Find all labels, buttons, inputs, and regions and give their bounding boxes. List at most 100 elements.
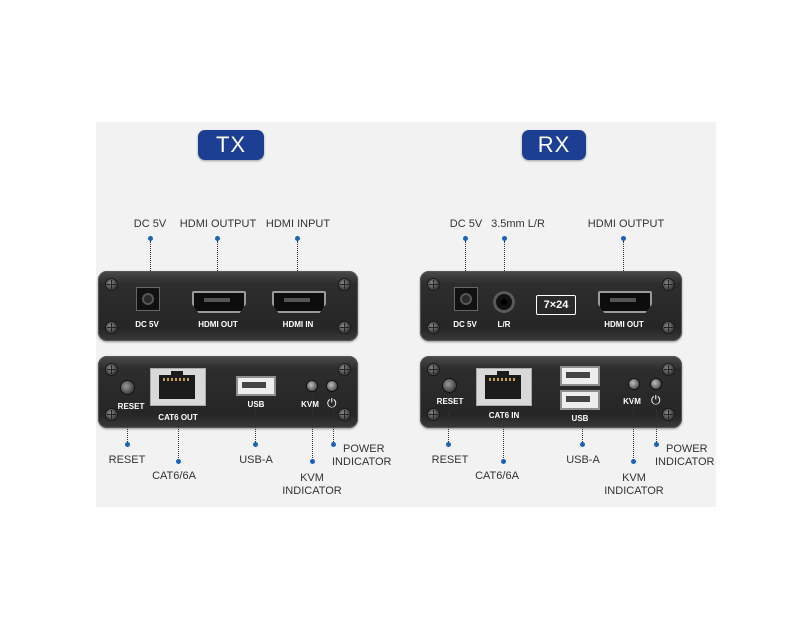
screw-icon: [105, 321, 118, 334]
rx-audio-leader: [504, 241, 505, 291]
led-icon: [306, 380, 318, 392]
rx-bottom-label-power-1: POWER: [666, 443, 708, 455]
tx-reset-dot: [125, 442, 130, 447]
screw-icon: [427, 321, 440, 334]
rx-label-hdmi-output: HDMI OUTPUT: [587, 218, 665, 230]
hdmi-out-port: [192, 291, 246, 313]
rx-port-label-cat: CAT6 IN: [488, 411, 520, 420]
tx-power-leader: [333, 410, 334, 444]
screw-icon: [338, 278, 351, 291]
screw-icon: [105, 278, 118, 291]
rx-audio-dot: [502, 236, 507, 241]
tx-port-label-cat: CAT6 OUT: [158, 413, 198, 422]
rx-reset-dot: [446, 442, 451, 447]
tx-cat-dot: [176, 459, 181, 464]
rx-bottom-label-cat: CAT6/6A: [475, 470, 519, 482]
rx-bottom-label-reset: RESET: [431, 454, 469, 466]
rx-port-label-hdmi-out: HDMI OUT: [604, 320, 644, 329]
tx-dc-leader: [150, 241, 151, 283]
audio-jack: [493, 291, 515, 313]
screw-icon: [662, 363, 675, 376]
tx-port-label-kvm: KVM: [301, 400, 319, 409]
dc-power-jack: [454, 287, 478, 311]
rx-kvm-dot: [631, 459, 636, 464]
rx-port-label-audio: L/R: [497, 320, 511, 329]
tx-label-hdmi-output: HDMI OUTPUT: [179, 218, 257, 230]
led-icon: [628, 378, 640, 390]
tx-port-label-dc: DC 5V: [135, 320, 159, 329]
rx-port-label-reset: RESET: [436, 397, 464, 406]
screw-icon: [338, 408, 351, 421]
screw-icon: [662, 321, 675, 334]
rx-usb-dot: [580, 442, 585, 447]
hdmi-out-port: [598, 291, 652, 313]
tx-bottom-label-power-2: INDICATOR: [332, 456, 392, 468]
power-icon: ⏻: [327, 396, 337, 410]
usb-a-port: [560, 390, 600, 410]
rx-dc-dot: [463, 236, 468, 241]
tx-bottom-label-usb: USB-A: [239, 454, 273, 466]
tx-bottom-label-kvm-2: INDICATOR: [282, 485, 342, 497]
tx-kvm-dot: [310, 459, 315, 464]
tx-label-hdmi-input: HDMI INPUT: [265, 218, 331, 230]
rx-usb-leader: [582, 424, 583, 444]
rx-bottom-label-kvm-2: INDICATOR: [604, 485, 664, 497]
rx-kvm-leader: [633, 395, 634, 460]
tx-hdmi-out-leader: [217, 241, 218, 289]
tx-reset-leader: [127, 420, 128, 444]
rx-port-label-dc: DC 5V: [453, 320, 477, 329]
led-icon: [326, 380, 338, 392]
rx-hdmi-out-leader: [623, 241, 624, 289]
rx-port-label-usb: USB: [571, 414, 589, 423]
tx-kvm-leader: [312, 395, 313, 460]
screw-icon: [105, 408, 118, 421]
tx-bottom-label-kvm-1: KVM: [300, 472, 324, 484]
reset-button: [120, 380, 135, 395]
tx-bottom-label-cat: CAT6/6A: [152, 470, 196, 482]
rx-front-panel: DC 5V L/R 7×24 HDMI OUT: [420, 271, 682, 341]
screw-icon: [662, 278, 675, 291]
rx-hdmi-out-dot: [621, 236, 626, 241]
dc-power-jack: [136, 287, 160, 311]
tx-power-dot: [331, 442, 336, 447]
rx-label-audio: 3.5mm L/R: [491, 218, 545, 230]
power-icon: ⏻: [651, 393, 661, 407]
rx-power-leader: [656, 410, 657, 444]
screw-icon: [662, 408, 675, 421]
rx-label-dc-5v: DC 5V: [449, 218, 483, 230]
screw-icon: [105, 363, 118, 376]
rx-port-label-kvm: KVM: [623, 397, 641, 406]
tx-badge: TX: [198, 130, 264, 160]
rx-badge: RX: [522, 130, 586, 160]
tx-dc-dot: [148, 236, 153, 241]
tx-label-dc-5v: DC 5V: [133, 218, 167, 230]
led-icon: [650, 378, 662, 390]
screw-icon: [338, 363, 351, 376]
rx-back-panel: RESET CAT6 IN USB KVM ⏻: [420, 356, 682, 428]
tx-port-label-hdmi-in: HDMI IN: [282, 320, 314, 329]
usb-a-port: [560, 366, 600, 386]
tx-hdmi-in-leader: [297, 241, 298, 289]
tx-bottom-label-reset: RESET: [108, 454, 146, 466]
screw-icon: [427, 408, 440, 421]
rx-cat-leader: [503, 422, 504, 460]
screw-icon: [427, 278, 440, 291]
rj45-port: [476, 368, 532, 406]
rx-bottom-label-power-2: INDICATOR: [655, 456, 715, 468]
tx-hdmi-out-dot: [215, 236, 220, 241]
tx-hdmi-in-dot: [295, 236, 300, 241]
tx-port-label-usb: USB: [247, 400, 265, 409]
tx-port-label-hdmi-out: HDMI OUT: [198, 320, 238, 329]
tx-bottom-label-power-1: POWER: [343, 443, 385, 455]
reset-button: [442, 378, 457, 393]
rx-resolution-box: 7×24: [536, 295, 576, 315]
screw-icon: [427, 363, 440, 376]
tx-usb-leader: [255, 410, 256, 444]
tx-cat-leader: [178, 422, 179, 460]
rx-bottom-label-kvm-1: KVM: [622, 472, 646, 484]
tx-front-panel: DC 5V HDMI OUT HDMI IN: [98, 271, 358, 341]
rx-cat-dot: [501, 459, 506, 464]
rx-reset-leader: [448, 412, 449, 444]
tx-usb-dot: [253, 442, 258, 447]
rx-dc-leader: [465, 241, 466, 283]
